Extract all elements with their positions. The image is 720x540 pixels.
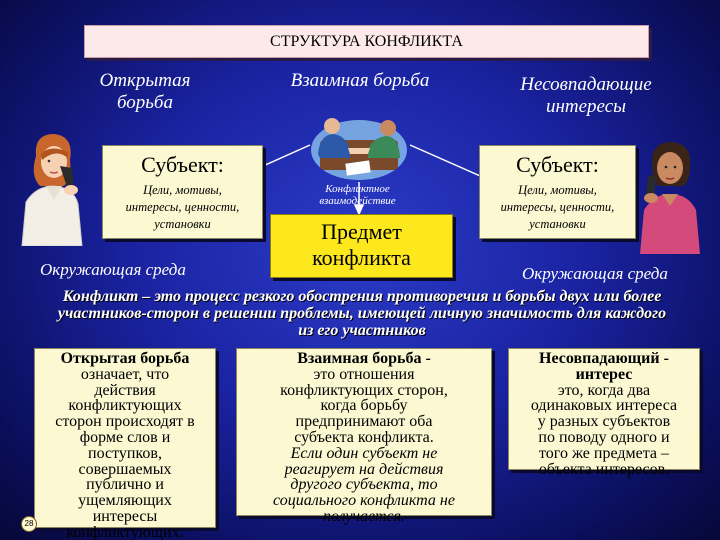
subject-right-desc-line: Цели, мотивы,: [518, 183, 597, 197]
subject-of-conflict-box: Предмет конфликта: [270, 214, 453, 278]
card-line: предпринимают оба: [295, 413, 433, 431]
label-open-struggle-line-1: Открытая: [99, 70, 191, 91]
conflict-interaction-line: Конфликтное: [325, 183, 390, 195]
card-mismatched-heading: интерес: [575, 365, 633, 383]
card-line: интересы: [92, 507, 158, 525]
conflict-interaction-label: Конфликтное взаимодействие: [300, 183, 415, 207]
card-line: когда борьбу: [320, 397, 408, 415]
woman-phone-right-icon: [640, 142, 700, 254]
subject-left-desc: Цели, мотивы, интересы, ценности, устано…: [103, 182, 262, 233]
label-open-struggle: Открытая борьба: [80, 70, 210, 114]
subject-left-desc-line: интересы, ценности,: [125, 200, 240, 214]
definition-line: участников-сторон в решении проблемы, им…: [57, 305, 667, 322]
card-line: совершаемых: [78, 460, 172, 478]
subject-left-title: Субъект:: [141, 152, 224, 177]
card-mismatched-heading: Несовпадающий -: [539, 350, 669, 367]
definition-line: Конфликт – это процесс резкого обострени…: [62, 288, 662, 305]
handshake-meeting-icon: [311, 118, 407, 180]
conflict-interaction-line: взаимодействие: [319, 195, 396, 207]
card-line: поступков,: [88, 444, 162, 462]
label-mismatched-line-1: Несовпадающие: [520, 74, 652, 95]
card-line: одинаковых интереса: [530, 397, 678, 415]
subject-box-right: Субъект: Цели, мотивы, интересы, ценност…: [479, 145, 636, 239]
woman-phone-left-icon: [21, 134, 83, 246]
card-mutual-struggle: Взаимная борьба - это отношения конфликт…: [236, 348, 492, 524]
card-line: конфликтующих сторон,: [280, 381, 448, 399]
card-line: по поводу одного и: [538, 428, 670, 446]
label-open-struggle-line-2: борьба: [116, 92, 173, 113]
card-line: это отношения: [313, 365, 415, 383]
card-line: у разных субъектов: [537, 413, 671, 431]
card-line: конфликтующих.: [66, 523, 184, 540]
card-open-struggle-heading: Открытая борьба: [60, 350, 190, 367]
subject-right-desc-line: интересы, ценности,: [500, 200, 615, 214]
card-line: сторон происходят в: [55, 413, 195, 431]
predmet-line-1: Предмет: [321, 219, 402, 244]
label-mismatched-interests: Несовпадающие интересы: [496, 74, 676, 118]
card-line-italic: Если один субъект не: [290, 444, 438, 462]
card-line-italic: социального конфликта не: [273, 492, 455, 510]
card-line: конфликтующих: [68, 397, 182, 415]
card-mismatched-interest: Несовпадающий - интерес это, когда два о…: [508, 348, 700, 477]
subject-right-title: Субъект:: [516, 152, 599, 177]
conflict-definition: Конфликт – это процесс резкого обострени…: [26, 288, 698, 339]
subject-left-desc-line: установки: [154, 217, 211, 231]
card-line: это, когда два: [557, 381, 651, 399]
card-line-italic: реагирует на действия: [284, 460, 444, 478]
card-line-italic: другого субъекта, то: [290, 476, 438, 494]
card-line: публично и: [86, 476, 164, 494]
page-number: 28: [21, 516, 37, 532]
label-mutual-struggle: Взаимная борьба: [290, 70, 430, 91]
subject-right-desc-line: установки: [529, 217, 586, 231]
label-mismatched-line-2: интересы: [545, 96, 627, 117]
card-line: действия: [94, 381, 156, 399]
card-mutual-heading: Взаимная борьба -: [297, 350, 431, 367]
subject-right-desc: Цели, мотивы, интересы, ценности, устано…: [480, 182, 635, 233]
card-line: ущемляющих: [78, 492, 172, 510]
definition-line: из его участников: [298, 322, 426, 339]
arrowhead-down: [353, 204, 365, 216]
environment-right-label: Окружающая среда: [522, 264, 668, 283]
subject-box-left: Субъект: Цели, мотивы, интересы, ценност…: [102, 145, 263, 239]
card-line: означает, что: [80, 365, 170, 383]
card-line: того же предмета –: [539, 444, 669, 462]
card-open-struggle: Открытая борьба означает, что действия к…: [34, 348, 216, 540]
card-line: объекта интересов.: [538, 460, 670, 478]
predmet-line-2: конфликта: [312, 245, 411, 270]
card-line: форме слов и: [79, 428, 171, 446]
environment-left-label: Окружающая среда: [40, 260, 186, 279]
subject-left-desc-line: Цели, мотивы,: [143, 183, 222, 197]
card-line: субъекта конфликта.: [294, 428, 434, 446]
slide-title: СТРУКТУРА КОНФЛИКТА: [84, 25, 649, 58]
card-line-italic: получается.: [322, 507, 406, 525]
